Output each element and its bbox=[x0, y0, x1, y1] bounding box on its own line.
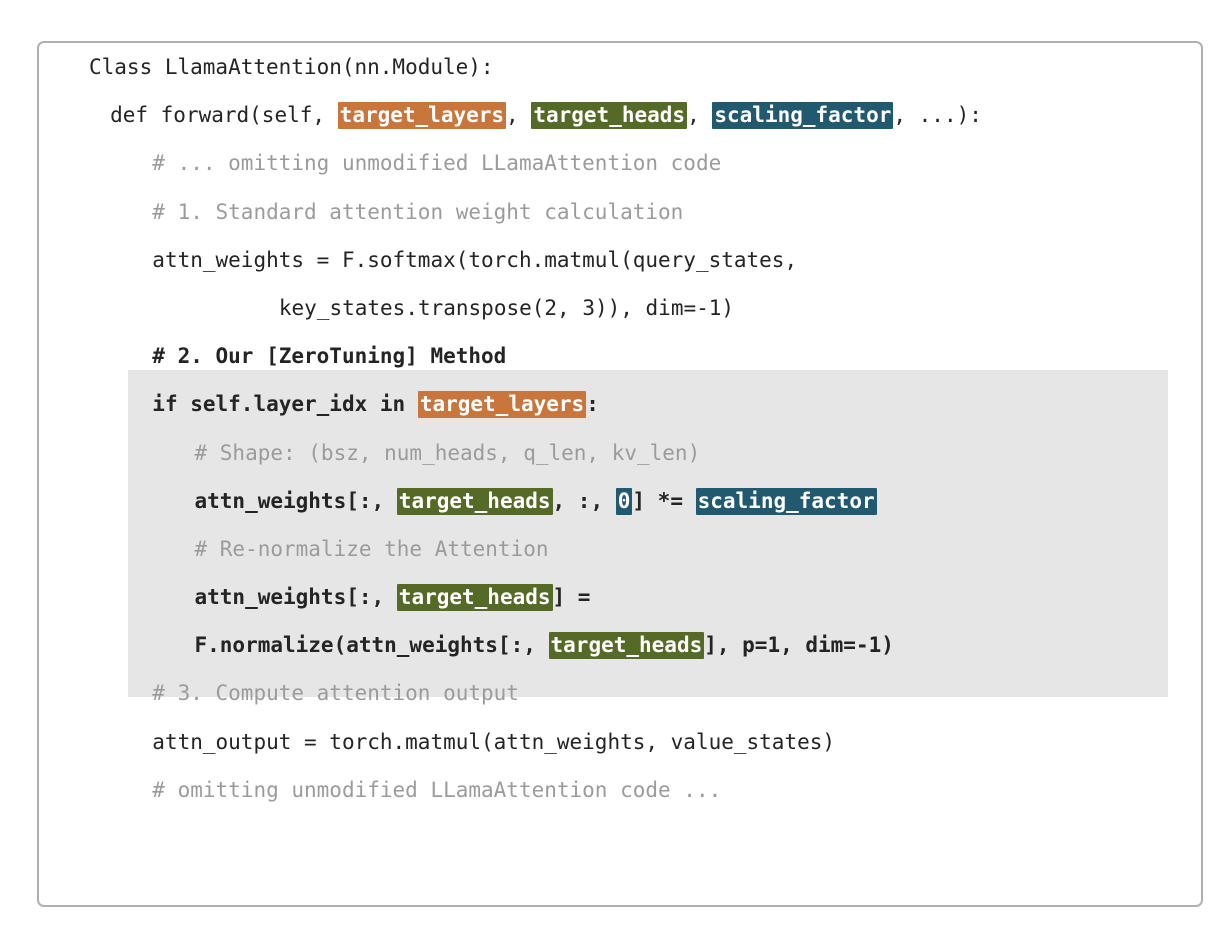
line-scale-zero-token: attn_weights[:, target_heads, :, 0] *= s… bbox=[39, 477, 1201, 525]
line-scale-zero-token-seg-1: target_heads bbox=[396, 487, 553, 515]
line-if-layer-idx-seg-0: if self.layer_idx in bbox=[152, 392, 418, 417]
line-comment-step-1-seg-0: # 1. Standard attention weight calculati… bbox=[152, 199, 684, 224]
line-scale-zero-token-seg-2: , :, bbox=[552, 488, 616, 513]
line-scale-zero-token-seg-5: scaling_factor bbox=[695, 487, 877, 515]
line-if-layer-idx-seg-2: : bbox=[586, 392, 599, 417]
line-normalize-call-seg-1: target_heads bbox=[548, 632, 705, 660]
line-forward-signature: def forward(self, target_layers, target_… bbox=[39, 91, 1201, 139]
line-comment-step-3-seg-0: # 3. Compute attention output bbox=[152, 681, 519, 706]
line-softmax-1: attn_weights = F.softmax(torch.matmul(qu… bbox=[39, 236, 1201, 284]
line-attn-output: attn_output = torch.matmul(attn_weights,… bbox=[39, 718, 1201, 766]
line-forward-signature-seg-6: , ...): bbox=[893, 103, 982, 128]
code-figure-frame: Class LlamaAttention(nn.Module): def forw… bbox=[37, 41, 1203, 907]
line-comment-step-2: # 2. Our [ZeroTuning] Method bbox=[39, 332, 1201, 380]
line-softmax-2: key_states.transpose(2, 3)), dim=-1) bbox=[39, 284, 1201, 332]
line-if-layer-idx: if self.layer_idx in target_layers: bbox=[39, 380, 1201, 428]
line-comment-renormalize-seg-0: # Re-normalize the Attention bbox=[194, 536, 549, 561]
line-comment-renormalize: # Re-normalize the Attention bbox=[39, 525, 1201, 573]
line-class-def-seg-0: Class LlamaAttention(nn.Module): bbox=[89, 55, 494, 79]
line-normalize-call-seg-0: F.normalize(attn_weights[:, bbox=[194, 633, 549, 658]
line-forward-signature-seg-2: , bbox=[506, 103, 532, 128]
line-softmax-2-seg-0: key_states.transpose(2, 3)), dim=-1) bbox=[278, 295, 735, 320]
line-assign-renormalize-seg-0: attn_weights[:, bbox=[194, 585, 397, 610]
line-forward-signature-seg-0: def forward(self, bbox=[110, 103, 338, 128]
line-comment-omitting-top: # ... omitting unmodified LLamaAttention… bbox=[39, 139, 1201, 187]
line-forward-signature-seg-4: , bbox=[687, 103, 713, 128]
line-attn-output-seg-0: attn_output = torch.matmul(attn_weights,… bbox=[152, 729, 836, 754]
line-scale-zero-token-seg-0: attn_weights[:, bbox=[194, 488, 397, 513]
line-comment-step-1: # 1. Standard attention weight calculati… bbox=[39, 188, 1201, 236]
line-normalize-call-seg-2: ], p=1, dim=-1) bbox=[704, 633, 894, 658]
line-forward-signature-seg-3: target_heads bbox=[531, 102, 688, 130]
line-comment-shape: # Shape: (bsz, num_heads, q_len, kv_len) bbox=[39, 429, 1201, 477]
line-forward-signature-seg-1: target_layers bbox=[337, 102, 507, 130]
line-comment-step-2-seg-0: # 2. Our [ZeroTuning] Method bbox=[152, 344, 507, 369]
line-comment-shape-seg-0: # Shape: (bsz, num_heads, q_len, kv_len) bbox=[194, 440, 701, 465]
line-scale-zero-token-seg-4: ] *= bbox=[632, 488, 696, 513]
code-listing: Class LlamaAttention(nn.Module): def forw… bbox=[39, 43, 1201, 814]
line-comment-omitting-bottom-seg-0: # omitting unmodified LLamaAttention cod… bbox=[152, 777, 722, 802]
line-comment-step-3: # 3. Compute attention output bbox=[39, 669, 1201, 717]
line-comment-omitting-bottom: # omitting unmodified LLamaAttention cod… bbox=[39, 766, 1201, 814]
line-class-def: Class LlamaAttention(nn.Module): bbox=[39, 43, 1201, 91]
line-assign-renormalize: attn_weights[:, target_heads] = bbox=[39, 573, 1201, 621]
line-assign-renormalize-seg-2: ] = bbox=[552, 585, 591, 610]
line-if-layer-idx-seg-1: target_layers bbox=[417, 391, 587, 419]
line-assign-renormalize-seg-1: target_heads bbox=[396, 584, 553, 612]
line-softmax-1-seg-0: attn_weights = F.softmax(torch.matmul(qu… bbox=[152, 247, 798, 272]
line-forward-signature-seg-5: scaling_factor bbox=[712, 102, 894, 130]
line-comment-omitting-top-seg-0: # ... omitting unmodified LLamaAttention… bbox=[152, 151, 722, 176]
line-scale-zero-token-seg-3: 0 bbox=[615, 487, 633, 515]
line-normalize-call: F.normalize(attn_weights[:, target_heads… bbox=[39, 621, 1201, 669]
